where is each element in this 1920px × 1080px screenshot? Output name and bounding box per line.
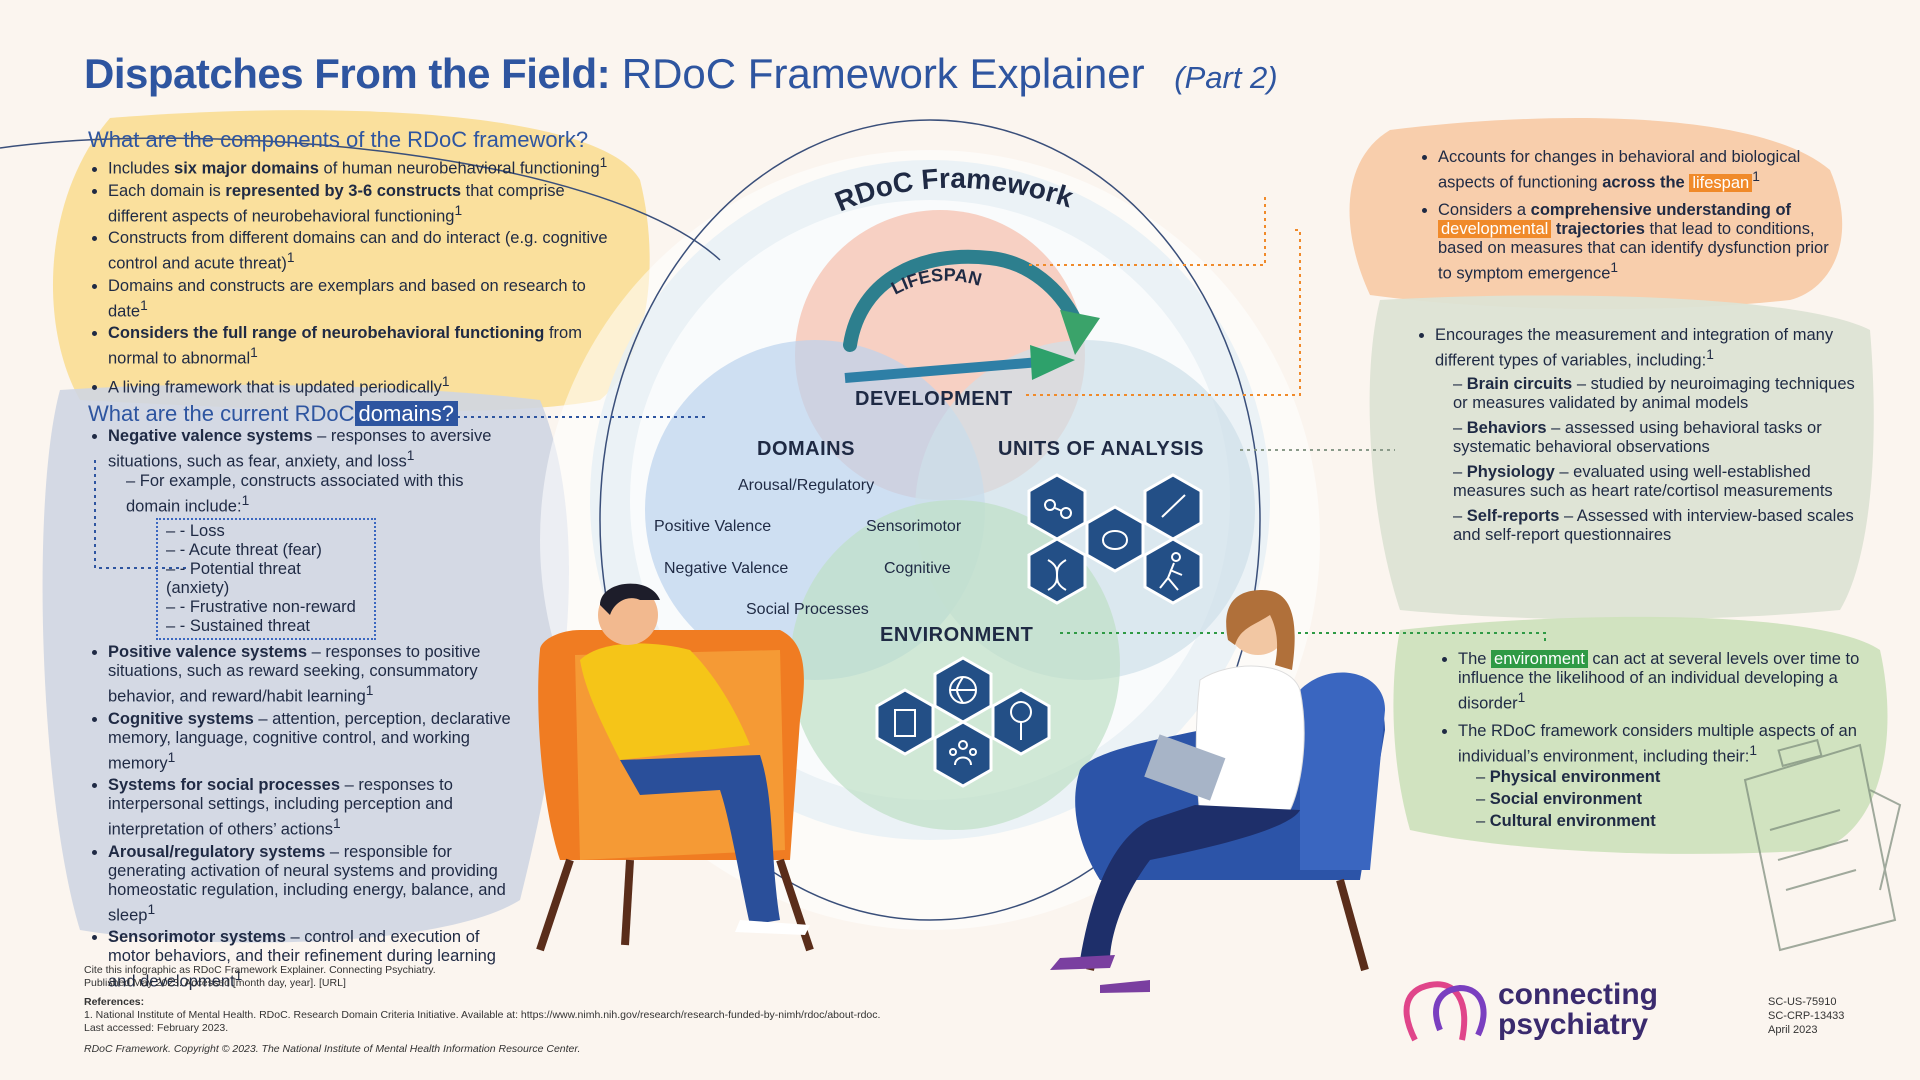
logo-wordmark: connecting psychiatry (1498, 978, 1659, 1041)
list-item: Domains and constructs are exemplars and… (108, 277, 628, 322)
lifespan-panel: Accounts for changes in behavioral and b… (1418, 148, 1838, 286)
components-heading: What are the components of the RDoC fram… (88, 127, 589, 152)
head-profile-logo-icon (1403, 981, 1487, 1042)
citation-line: Published May 2023. Accessed [month day,… (84, 977, 346, 989)
lifespan-label: LIFESPAN (888, 265, 984, 299)
lifespan-panel-bg (1349, 118, 1843, 310)
list-item: Behaviors – assessed using behavioral ta… (1453, 419, 1870, 457)
constructs-box: - Loss - Acute threat (fear) - Potential… (156, 518, 376, 640)
list-item: Self-reports – Assessed with interview-b… (1453, 507, 1870, 545)
list-item: Arousal/regulatory systems – responsible… (108, 843, 518, 926)
domain-label: Cognitive (884, 560, 951, 577)
example-list: For example, constructs associated with … (108, 472, 518, 640)
list-item: Considers the full range of neurobehavio… (108, 324, 628, 369)
list-item: Social environment (1476, 790, 1878, 809)
construct-item: - Loss (166, 522, 366, 541)
list-item: Cultural environment (1476, 812, 1878, 831)
units-label: UNITS OF ANALYSIS (998, 438, 1204, 460)
copyright: RDoC Framework. Copyright © 2023. The Na… (84, 1043, 581, 1055)
construct-item: - Acute threat (fear) (166, 541, 366, 560)
list-item: The RDoC framework considers multiple as… (1458, 722, 1878, 832)
domain-label: Arousal/Regulatory (738, 477, 875, 494)
page-title: Dispatches From the Field: RDoC Framewor… (84, 50, 1278, 98)
patient-illustration (536, 583, 814, 952)
footer: Cite this infographic as RDoC Framework … (84, 964, 984, 1056)
components-panel-bg (52, 110, 650, 412)
units-panel: Encourages the measurement and integrati… (1415, 326, 1870, 548)
list-item: Brain circuits – studied by neuroimaging… (1453, 375, 1870, 413)
list-item: For example, constructs associated with … (126, 472, 518, 640)
list-item: Encourages the measurement and integrati… (1435, 326, 1870, 545)
list-item: Physical environment (1476, 768, 1878, 787)
components-list: Includes six major domains of human neur… (88, 153, 628, 397)
development-label: DEVELOPMENT (855, 388, 1013, 410)
construct-item: - Potential threat (anxiety) (166, 560, 366, 598)
domain-label: Social Processes (746, 601, 869, 618)
list-item: Considers a comprehensive understanding … (1438, 201, 1838, 284)
domain-label: Negative Valence (664, 560, 789, 577)
list-item: Positive valence systems – responses to … (108, 643, 518, 707)
environment-label: ENVIRONMENT (880, 624, 1034, 646)
construct-item: - Sustained threat (166, 617, 366, 636)
therapist-illustration (1050, 590, 1385, 993)
framework-title: RDoC Framework (830, 163, 1077, 218)
domains-list: Negative valence systems – responses to … (88, 427, 518, 992)
list-item: Constructs from different domains can an… (108, 229, 628, 274)
list-item: Sensorimotor systems – control and execu… (108, 928, 518, 992)
domain-label: Sensorimotor (866, 518, 962, 535)
reference-line: 1. National Institute of Mental Health. … (84, 1009, 984, 1022)
construct-item: - Frustrative non-reward (166, 598, 366, 617)
domains-label: DOMAINS (757, 438, 855, 460)
domain-label: Positive Valence (654, 518, 772, 535)
list-item: Physiology – evaluated using well-establ… (1453, 463, 1870, 501)
reference-link[interactable]: 1. National Institute of Mental Health. … (84, 1009, 881, 1021)
list-item: Accounts for changes in behavioral and b… (1438, 148, 1838, 193)
list-item: The environment can act at several level… (1458, 650, 1878, 714)
components-panel: What are the components of the RDoC fram… (88, 127, 628, 400)
list-item: Includes six major domains of human neur… (108, 153, 628, 179)
title-light: RDoC Framework Explainer (621, 50, 1145, 97)
list-item: Systems for social processes – responses… (108, 776, 518, 840)
list-item: Cognitive systems – attention, perceptio… (108, 710, 518, 774)
references-label: References: (84, 996, 145, 1008)
title-part: (Part 2) (1174, 60, 1278, 95)
environment-panel: The environment can act at several level… (1438, 650, 1878, 834)
list-item: A living framework that is updated perio… (108, 372, 628, 398)
title-bold: Dispatches From the Field: (84, 50, 611, 97)
brain-icon (1085, 505, 1145, 573)
document-codes: SC-US-75910 SC-CRP-13433 April 2023 (1768, 996, 1845, 1036)
list-item: Negative valence systems – responses to … (108, 427, 518, 640)
citation-line: Cite this infographic as RDoC Framework … (84, 964, 436, 976)
reference-line: Last accessed: February 2023. (84, 1022, 229, 1034)
people-group-icon (933, 720, 993, 788)
building-icon (875, 688, 935, 756)
list-item: Each domain is represented by 3-6 constr… (108, 182, 628, 227)
